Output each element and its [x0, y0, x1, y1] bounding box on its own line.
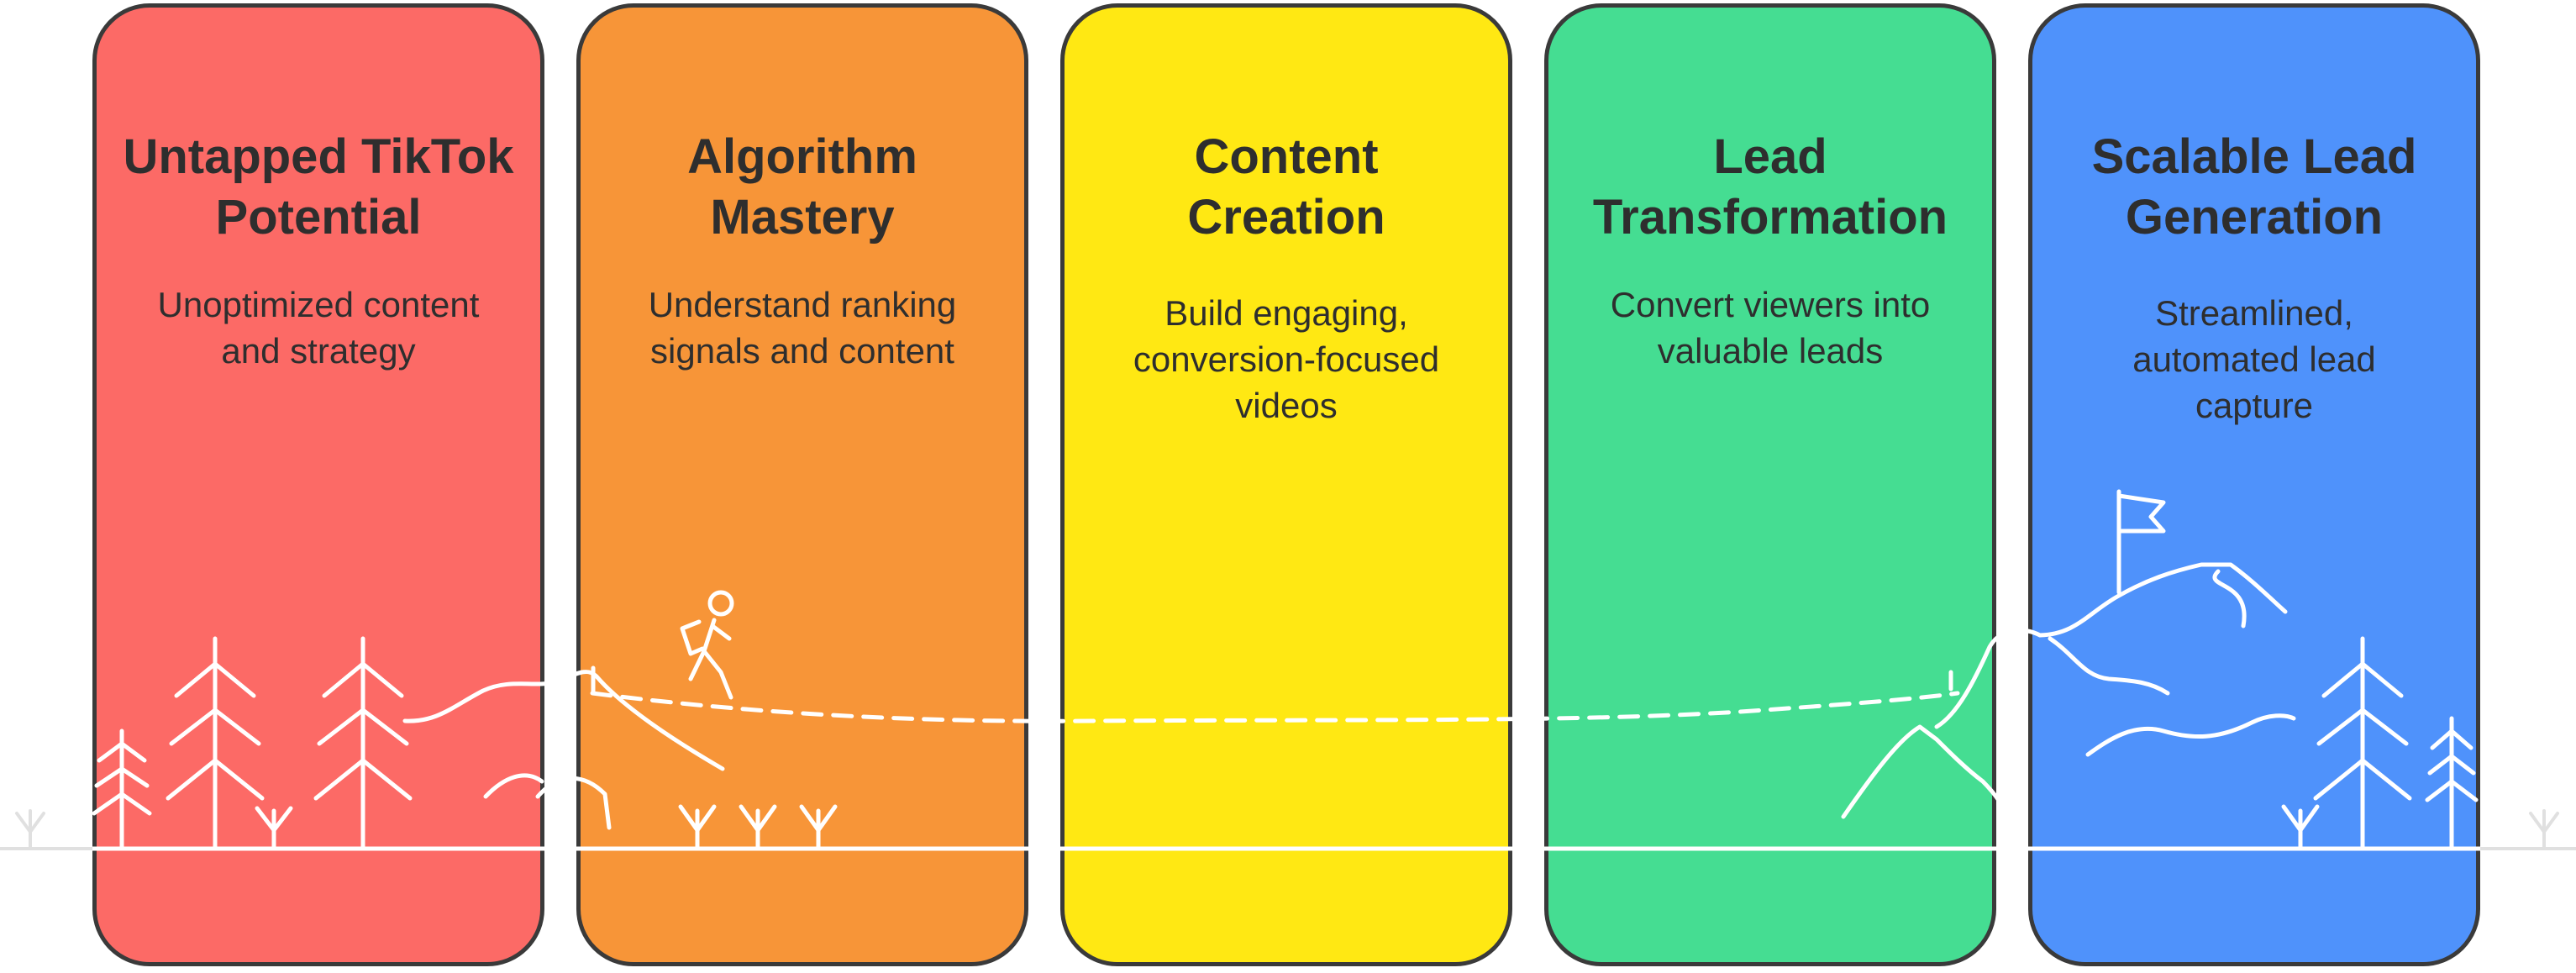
stage-panel-untapped-potential: Untapped TikTok Potential Unoptimized co… — [92, 3, 544, 966]
grass-icon-far-right — [2529, 809, 2559, 849]
stage-description: Build engaging, conversion-focused video… — [1133, 293, 1440, 425]
stage-description: Understand ranking signals and content — [648, 285, 957, 371]
grass-icon-far-left — [15, 809, 45, 849]
stage-panel-content-creation: Content Creation Build engaging, convers… — [1060, 3, 1512, 966]
stage-title: Algorithm Mastery — [687, 129, 917, 245]
stage-title: Scalable Lead Generation — [2091, 129, 2417, 245]
stage-panel-scalable-lead-generation: Scalable Lead Generation Streamlined, au… — [2028, 3, 2480, 966]
stage-title: Lead Transformation — [1592, 129, 1948, 245]
stage-title: Untapped TikTok Potential — [123, 129, 514, 245]
stage-panel-algorithm-mastery: Algorithm Mastery Understand ranking sig… — [576, 3, 1028, 966]
stage-description: Convert viewers into valuable leads — [1610, 285, 1931, 371]
stage-title: Content Creation — [1187, 129, 1385, 245]
stage-panel-lead-transformation: Lead Transformation Convert viewers into… — [1544, 3, 1996, 966]
stage-description: Streamlined, automated lead capture — [2132, 293, 2376, 425]
stage-description: Unoptimized content and strategy — [157, 285, 480, 371]
